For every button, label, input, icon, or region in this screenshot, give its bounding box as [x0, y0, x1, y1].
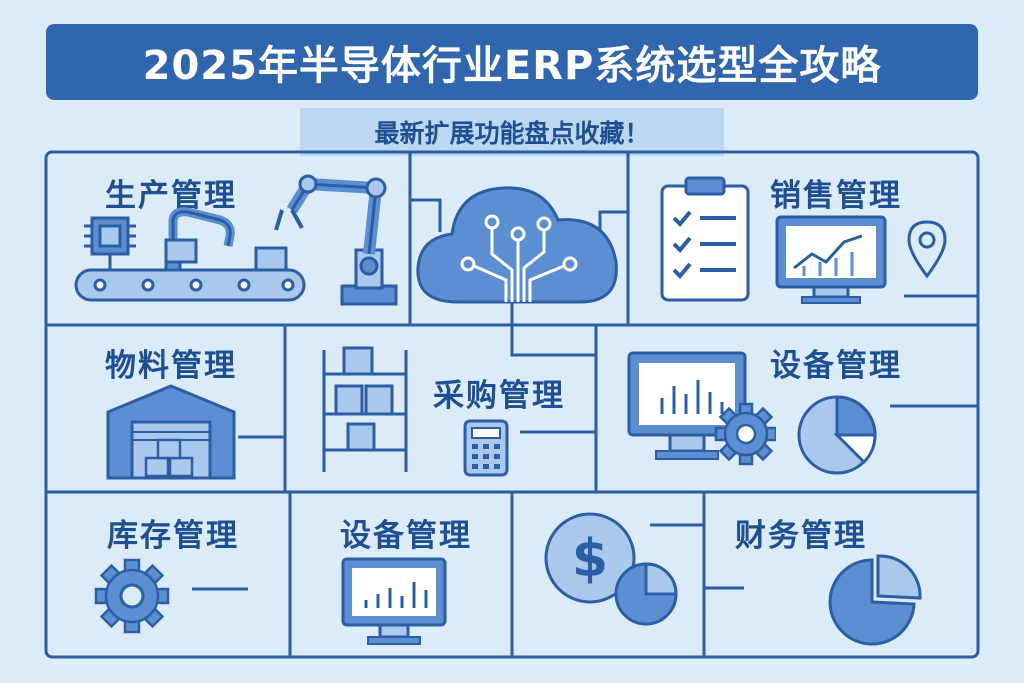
page-subtitle: 最新扩展功能盘点收藏！: [374, 119, 650, 148]
connector-cloud-right: [598, 210, 628, 232]
shelf-boxes-icon: [322, 346, 408, 472]
module-label-materials: 物料管理: [105, 348, 237, 384]
module-label-inventory: 库存管理: [107, 518, 239, 554]
monitor-chart-icon: [775, 215, 887, 304]
title-banner: 2025年半导体行业ERP系统选型全攻略: [46, 24, 978, 100]
module-label-procurement: 采购管理: [433, 378, 565, 414]
gear-icon: [94, 558, 170, 634]
pie-chart-icon: [797, 395, 877, 475]
monitor-chart-icon: [341, 557, 447, 645]
monitor-gear-icon: [627, 351, 776, 466]
subtitle-banner: 最新扩展功能盘点收藏！: [300, 108, 724, 156]
connector-cloud-bottom: [510, 302, 596, 357]
clipboard-checklist-icon: [660, 176, 750, 302]
calculator-icon: [463, 419, 509, 477]
location-pin-icon: [907, 220, 947, 279]
dollar-coin-icon: $: [544, 512, 678, 626]
conveyor-robot-arm-icon: [74, 174, 398, 306]
warehouse-icon: [106, 384, 236, 480]
pie-chart-icon: [828, 554, 922, 646]
connector-cloud-left: [410, 198, 442, 232]
svg-text:$: $: [572, 529, 608, 589]
module-label-finance: 财务管理: [735, 518, 867, 554]
module-label-equipment-bottom: 设备管理: [340, 518, 472, 554]
module-label-sales: 销售管理: [770, 178, 902, 214]
module-label-equipment-top: 设备管理: [770, 348, 902, 384]
module-label-production: 生产管理: [105, 178, 237, 214]
cloud-circuit-icon: [416, 186, 618, 304]
page-title: 2025年半导体行业ERP系统选型全攻略: [142, 43, 882, 89]
